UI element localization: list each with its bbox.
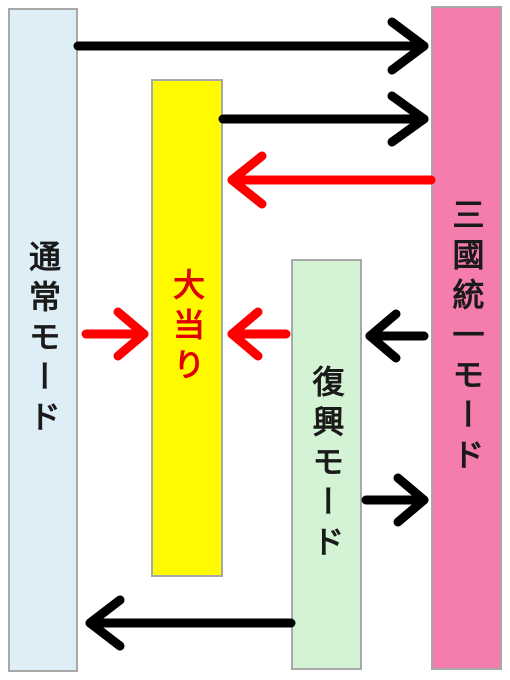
jackpot-box: 大当り [151,79,223,577]
jackpot-label: 大当り [168,268,206,388]
arrow-revival-to-normal [85,595,296,651]
unification-mode-label: 三國統一モード [447,198,486,478]
normal-mode-box: 通常モード [8,8,78,672]
revival-mode-label: 復興モード [307,364,346,565]
arrow-normal-to-unification [73,17,429,75]
arrow-unification-to-revival [365,309,429,363]
arrow-jackpot-to-unification [218,91,429,147]
unification-mode-box: 三國統一モード [431,6,502,670]
arrow-unification-to-jackpot [227,151,436,209]
arrow-normal-to-jackpot [81,307,149,361]
arrow-revival-to-unification [361,473,429,527]
revival-mode-box: 復興モード [291,259,362,670]
arrow-revival-to-jackpot [227,307,291,361]
normal-mode-label: 通常モード [24,240,62,440]
